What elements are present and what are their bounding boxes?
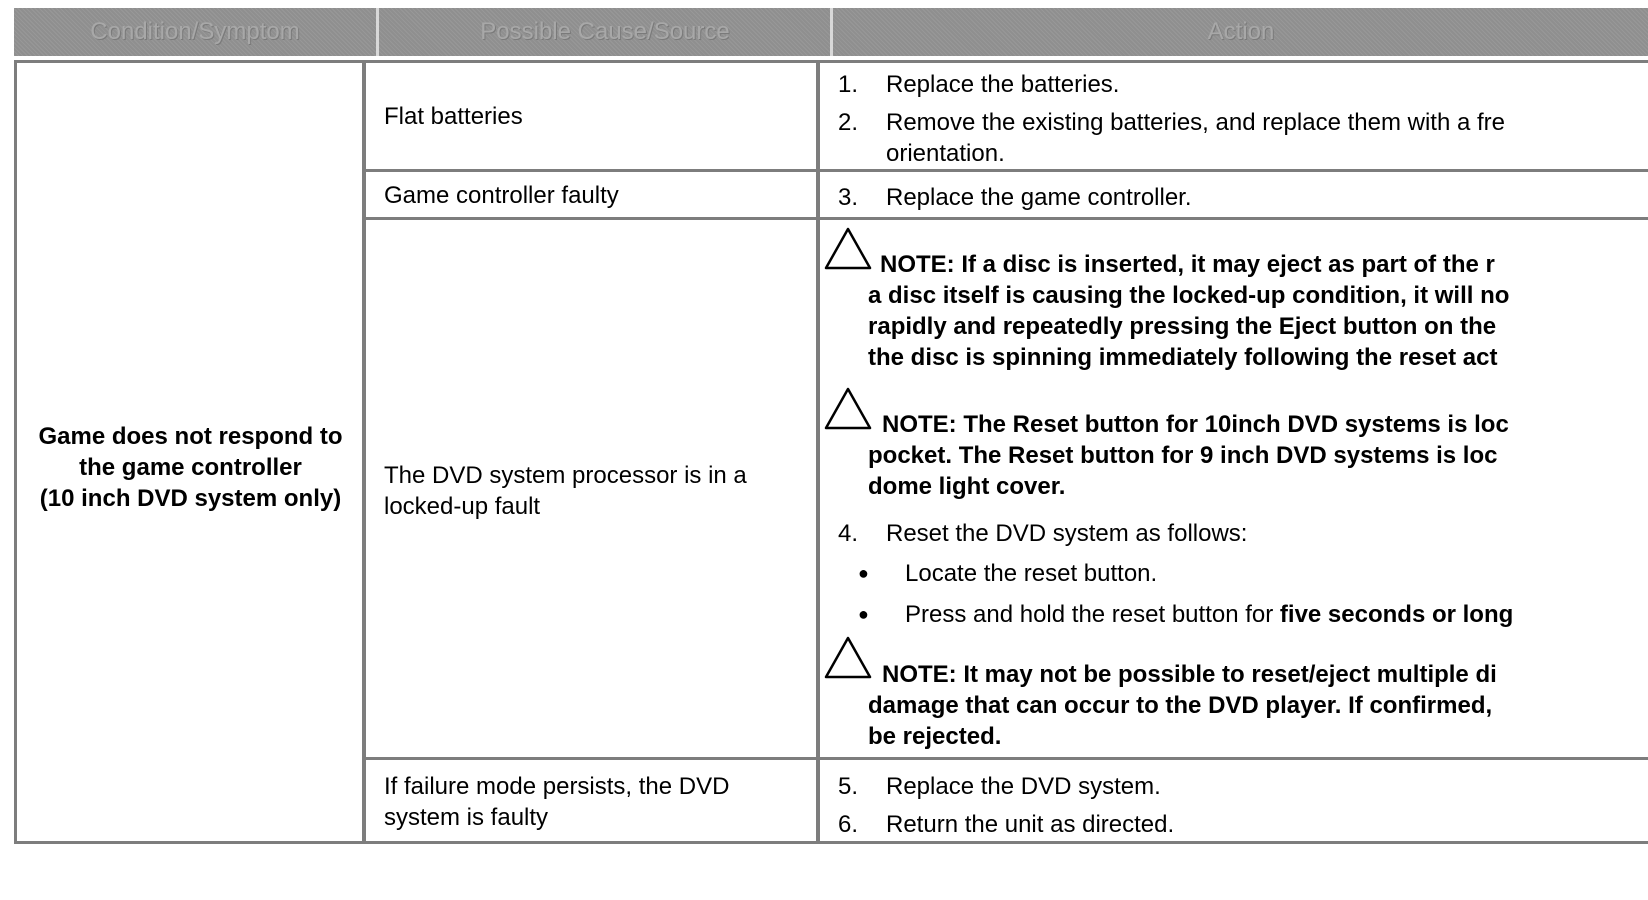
cause-line: If failure mode persists, the DVD — [384, 773, 730, 800]
bullet-press-hold: ● Press and hold the reset button for fiv… — [858, 599, 1513, 630]
note-first-line: NOTE: If a disc is inserted, it may ejec… — [880, 251, 1495, 278]
note-line: a disc itself is causing the locked-up c… — [868, 282, 1510, 309]
note-first-line: NOTE: The Reset button for 10inch DVD sy… — [882, 411, 1509, 438]
symptom-cell: Game does not respond to the game contro… — [18, 421, 363, 514]
bullet-locate-reset: ● Locate the reset button. — [858, 558, 1157, 589]
action-step-2: 2. Remove the existing batteries, and rep… — [838, 107, 1505, 138]
note-line: rapidly and repeatedly pressing the Ejec… — [868, 313, 1497, 340]
caution-triangle-icon — [824, 387, 872, 430]
bullet-emphasis: five seconds or long — [1279, 601, 1514, 628]
cause-line: system is faulty — [384, 804, 549, 831]
step-text: Return the unit as directed. — [886, 811, 1175, 838]
caution-triangle-icon — [824, 227, 872, 270]
action-step-1: 1. Replace the batteries. — [838, 69, 1119, 100]
row-divider — [362, 169, 1648, 172]
bullet-text: Press and hold the reset button for — [905, 601, 1280, 628]
step-number: 3. — [838, 184, 859, 211]
step-number: 6. — [838, 811, 859, 838]
note-first-line: NOTE: It may not be possible to reset/ej… — [882, 661, 1497, 688]
cause-controller-faulty: Game controller faulty — [384, 182, 619, 209]
row-divider-top — [14, 60, 1648, 63]
action-step-5: 5. Replace the DVD system. — [838, 771, 1161, 802]
step-text: Replace the game controller. — [886, 184, 1192, 211]
cause-flat-batteries: Flat batteries — [384, 103, 523, 130]
header-possible-cause: Possible Cause/Source — [480, 18, 730, 45]
symptom-line: the game controller — [79, 454, 302, 481]
cause-dvd-faulty: If failure mode persists, the DVD system… — [384, 771, 804, 833]
step-number: 5. — [838, 773, 859, 800]
step-text: Replace the batteries. — [886, 71, 1120, 98]
header-divider — [376, 8, 379, 56]
column-divider-2 — [816, 60, 820, 844]
step-number: 4. — [838, 520, 859, 547]
step-text: Replace the DVD system. — [886, 773, 1161, 800]
action-step-4: 4. Reset the DVD system as follows: — [838, 518, 1247, 549]
row-divider — [362, 757, 1648, 760]
cause-line: The DVD system processor is in a — [384, 462, 747, 489]
symptom-line: (10 inch DVD system only) — [39, 485, 342, 512]
row-divider — [362, 217, 1648, 220]
cause-line: locked-up fault — [384, 493, 541, 520]
note-line: damage that can occur to the DVD player.… — [868, 692, 1493, 719]
step-text: Remove the existing batteries, and repla… — [886, 109, 1505, 136]
caution-triangle-icon — [824, 636, 872, 679]
table-header: Condition/Symptom Possible Cause/Source … — [14, 8, 1648, 56]
table-border-left — [14, 60, 17, 844]
note-line: pocket. The Reset button for 9 inch DVD … — [868, 442, 1498, 469]
note-line: the disc is spinning immediately followi… — [868, 344, 1498, 371]
header-condition-symptom: Condition/Symptom — [90, 18, 300, 45]
note-body: pocket. The Reset button for 9 inch DVD … — [868, 440, 1497, 502]
symptom-line: Game does not respond to — [38, 423, 343, 450]
action-step-6: 6. Return the unit as directed. — [838, 809, 1174, 840]
step-number: 2. — [838, 109, 859, 136]
bullet-dot-icon: ● — [858, 563, 869, 583]
note-line: be rejected. — [868, 723, 1002, 750]
column-divider-1 — [362, 60, 366, 844]
table-border-bottom — [14, 841, 1648, 844]
header-divider — [830, 8, 833, 56]
action-step-3: 3. Replace the game controller. — [838, 182, 1192, 213]
step-number: 1. — [838, 71, 859, 98]
note-line: dome light cover. — [868, 473, 1066, 500]
action-step-2-continued: orientation. — [886, 140, 1005, 167]
bullet-dot-icon: ● — [858, 604, 869, 624]
cause-processor-locked: The DVD system processor is in a locked-… — [384, 460, 804, 522]
header-action: Action — [1207, 18, 1275, 45]
note-body: a disc itself is causing the locked-up c… — [868, 280, 1509, 373]
note-body: damage that can occur to the DVD player.… — [868, 690, 1492, 752]
step-text: Reset the DVD system as follows: — [886, 520, 1248, 547]
bullet-text: Locate the reset button. — [905, 560, 1158, 587]
